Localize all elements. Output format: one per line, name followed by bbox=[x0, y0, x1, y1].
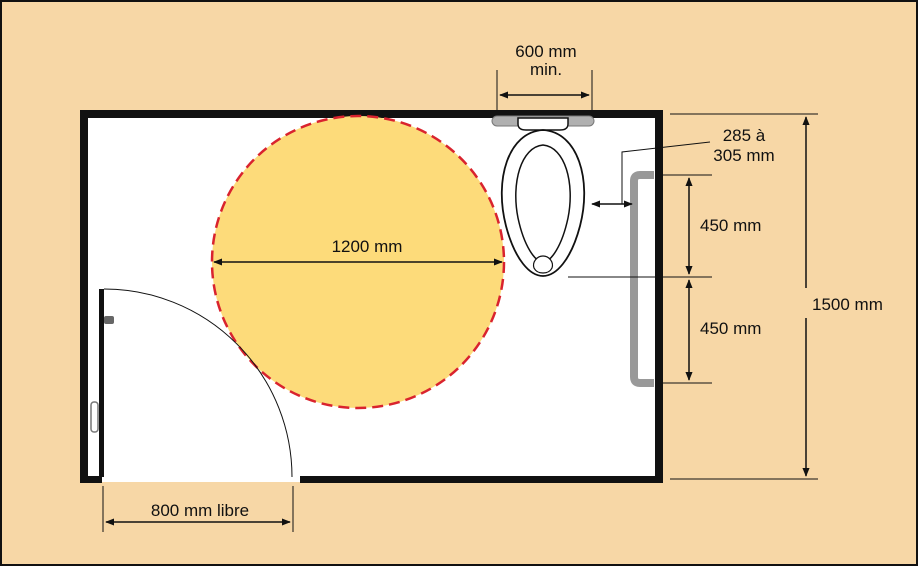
room-walls bbox=[80, 110, 663, 483]
wall-bottom-left bbox=[80, 476, 102, 483]
door-icon bbox=[90, 288, 293, 478]
wall-top bbox=[80, 110, 663, 118]
toilet-offset-value-label: 305 mm bbox=[713, 146, 774, 165]
toilet-bowl-outer bbox=[500, 129, 586, 277]
turning-diameter-label: 1200 mm bbox=[332, 237, 403, 256]
wall-left bbox=[80, 110, 88, 482]
door-leaf bbox=[99, 289, 104, 477]
door-clear-width-label: 800 mm libre bbox=[151, 501, 249, 520]
toilet-width-min-label: min. bbox=[530, 60, 562, 79]
wall-right bbox=[655, 110, 663, 482]
door-swing-arc bbox=[103, 288, 293, 478]
grab-bar-side bbox=[630, 171, 654, 387]
toilet-offset-leader bbox=[621, 141, 711, 204]
room-depth-label: 1500 mm bbox=[812, 295, 883, 314]
toilet-width-label: 600 mm bbox=[515, 42, 576, 61]
toilet-icon bbox=[500, 117, 586, 277]
grab-bar-upper-label: 450 mm bbox=[700, 216, 761, 235]
wall-bottom-right bbox=[300, 476, 663, 483]
door-handle-icon bbox=[104, 316, 114, 324]
toilet-offset-label: 285 à bbox=[723, 126, 766, 145]
toilet-tank bbox=[517, 117, 569, 131]
toilet-seat-opening bbox=[532, 255, 554, 274]
grab-bar-lower-label: 450 mm bbox=[700, 319, 761, 338]
door-pull-icon bbox=[90, 401, 99, 433]
